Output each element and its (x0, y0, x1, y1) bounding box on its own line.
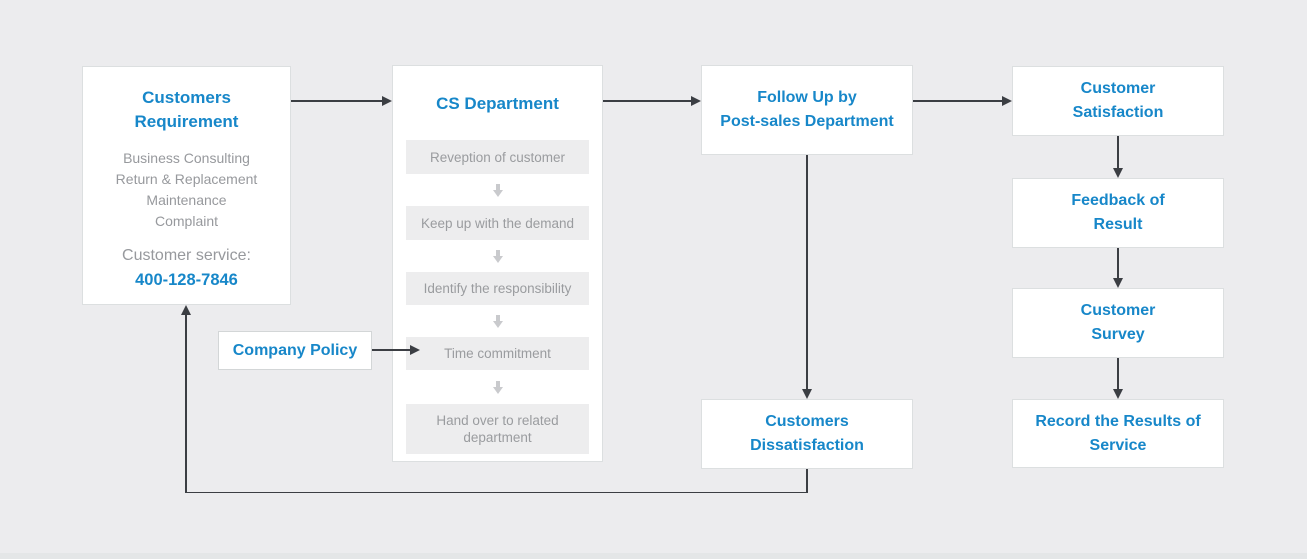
down-arrow-icon (492, 380, 503, 394)
title-line: Feedback of (1071, 192, 1165, 209)
down-arrow-icon (492, 183, 503, 197)
title-line: Customer (1080, 302, 1156, 319)
record-results-title: Record the Results of Service (1035, 410, 1200, 458)
customer-service-phone: 400-128-7846 (135, 271, 238, 289)
customer-survey-box: Customer Survey (1012, 288, 1224, 358)
cs-step-demand: Keep up with the demand (406, 206, 589, 240)
arrowhead-down-icon (1113, 168, 1123, 178)
title-line: Requirement (134, 112, 239, 131)
customer-service-label: Customer service: (122, 247, 251, 264)
connector-followup-to-satisfaction (913, 100, 1002, 102)
record-results-box: Record the Results of Service (1012, 399, 1224, 468)
requirement-item: Business Consulting (123, 150, 250, 166)
connector-feedback-to-survey (1117, 248, 1119, 278)
cs-step-time-commitment: Time commitment (406, 337, 589, 370)
down-arrow-icon (492, 249, 503, 263)
connector-cs-to-followup (603, 100, 691, 102)
title-line: Customer (1080, 80, 1156, 97)
cs-department-title: CS Department (436, 94, 559, 113)
title-line: Post-sales Department (720, 113, 894, 130)
customer-satisfaction-box: Customer Satisfaction (1012, 66, 1224, 136)
arrowhead-up-icon (181, 305, 191, 315)
title-line: Satisfaction (1072, 104, 1164, 121)
arrowhead-right-icon (691, 96, 701, 106)
arrowhead-down-icon (1113, 278, 1123, 288)
connector-satisfaction-to-feedback (1117, 136, 1119, 168)
customers-requirement-title: Customers Requirement (83, 86, 290, 134)
down-arrow-icon (492, 314, 503, 328)
title-line: Dissatisfaction (750, 437, 864, 454)
loop-segment-across (185, 491, 807, 493)
title-line: Customers (765, 413, 849, 430)
arrowhead-right-icon (382, 96, 392, 106)
step-gap (393, 305, 602, 337)
arrowhead-down-icon (802, 389, 812, 399)
feedback-of-result-title: Feedback of Result (1071, 189, 1164, 237)
cs-step-responsibility: Identify the responsibility (406, 272, 589, 305)
connector-survey-to-record (1117, 358, 1119, 389)
customer-satisfaction-title: Customer Satisfaction (1073, 77, 1164, 125)
title-line: Survey (1091, 326, 1145, 343)
title-line: Result (1093, 216, 1143, 233)
loop-segment-up (185, 314, 187, 493)
requirement-items: Business Consulting Return & Replacement… (83, 148, 290, 232)
cs-department-box: CS Department Reveption of customer Keep… (392, 65, 603, 462)
customer-survey-title: Customer Survey (1081, 299, 1156, 347)
step-gap (393, 174, 602, 206)
arrowhead-right-icon (410, 345, 420, 355)
follow-up-title: Follow Up by Post-sales Department (720, 86, 893, 134)
customers-dissatisfaction-box: Customers Dissatisfaction (701, 399, 913, 469)
connector-policy-to-time-commitment (372, 349, 410, 351)
connector-requirement-to-cs (291, 100, 382, 102)
cs-step-reception: Reveption of customer (406, 140, 589, 174)
follow-up-box: Follow Up by Post-sales Department (701, 65, 913, 155)
requirement-item: Complaint (154, 213, 219, 229)
step-gap (393, 240, 602, 272)
cs-step-hand-over: Hand over to related department (406, 404, 589, 454)
connector-followup-to-dissatisfaction (806, 155, 808, 389)
title-line: Service (1089, 436, 1147, 454)
title-line: Customers (142, 88, 231, 107)
title-line: Record the Results of (1035, 412, 1201, 430)
company-policy-title: Company Policy (232, 341, 358, 359)
loop-segment-down (806, 469, 808, 493)
step-gap (393, 370, 602, 404)
title-line: Follow Up by (757, 89, 857, 106)
requirement-item: Return & Replacement (115, 171, 258, 187)
arrowhead-down-icon (1113, 389, 1123, 399)
bottom-strip (0, 553, 1307, 559)
customers-requirement-box: Customers Requirement Business Consultin… (82, 66, 291, 305)
feedback-of-result-box: Feedback of Result (1012, 178, 1224, 248)
customers-dissatisfaction-title: Customers Dissatisfaction (750, 410, 864, 458)
arrowhead-right-icon (1002, 96, 1012, 106)
requirement-item: Maintenance (146, 192, 227, 208)
company-policy-box: Company Policy (218, 331, 372, 370)
